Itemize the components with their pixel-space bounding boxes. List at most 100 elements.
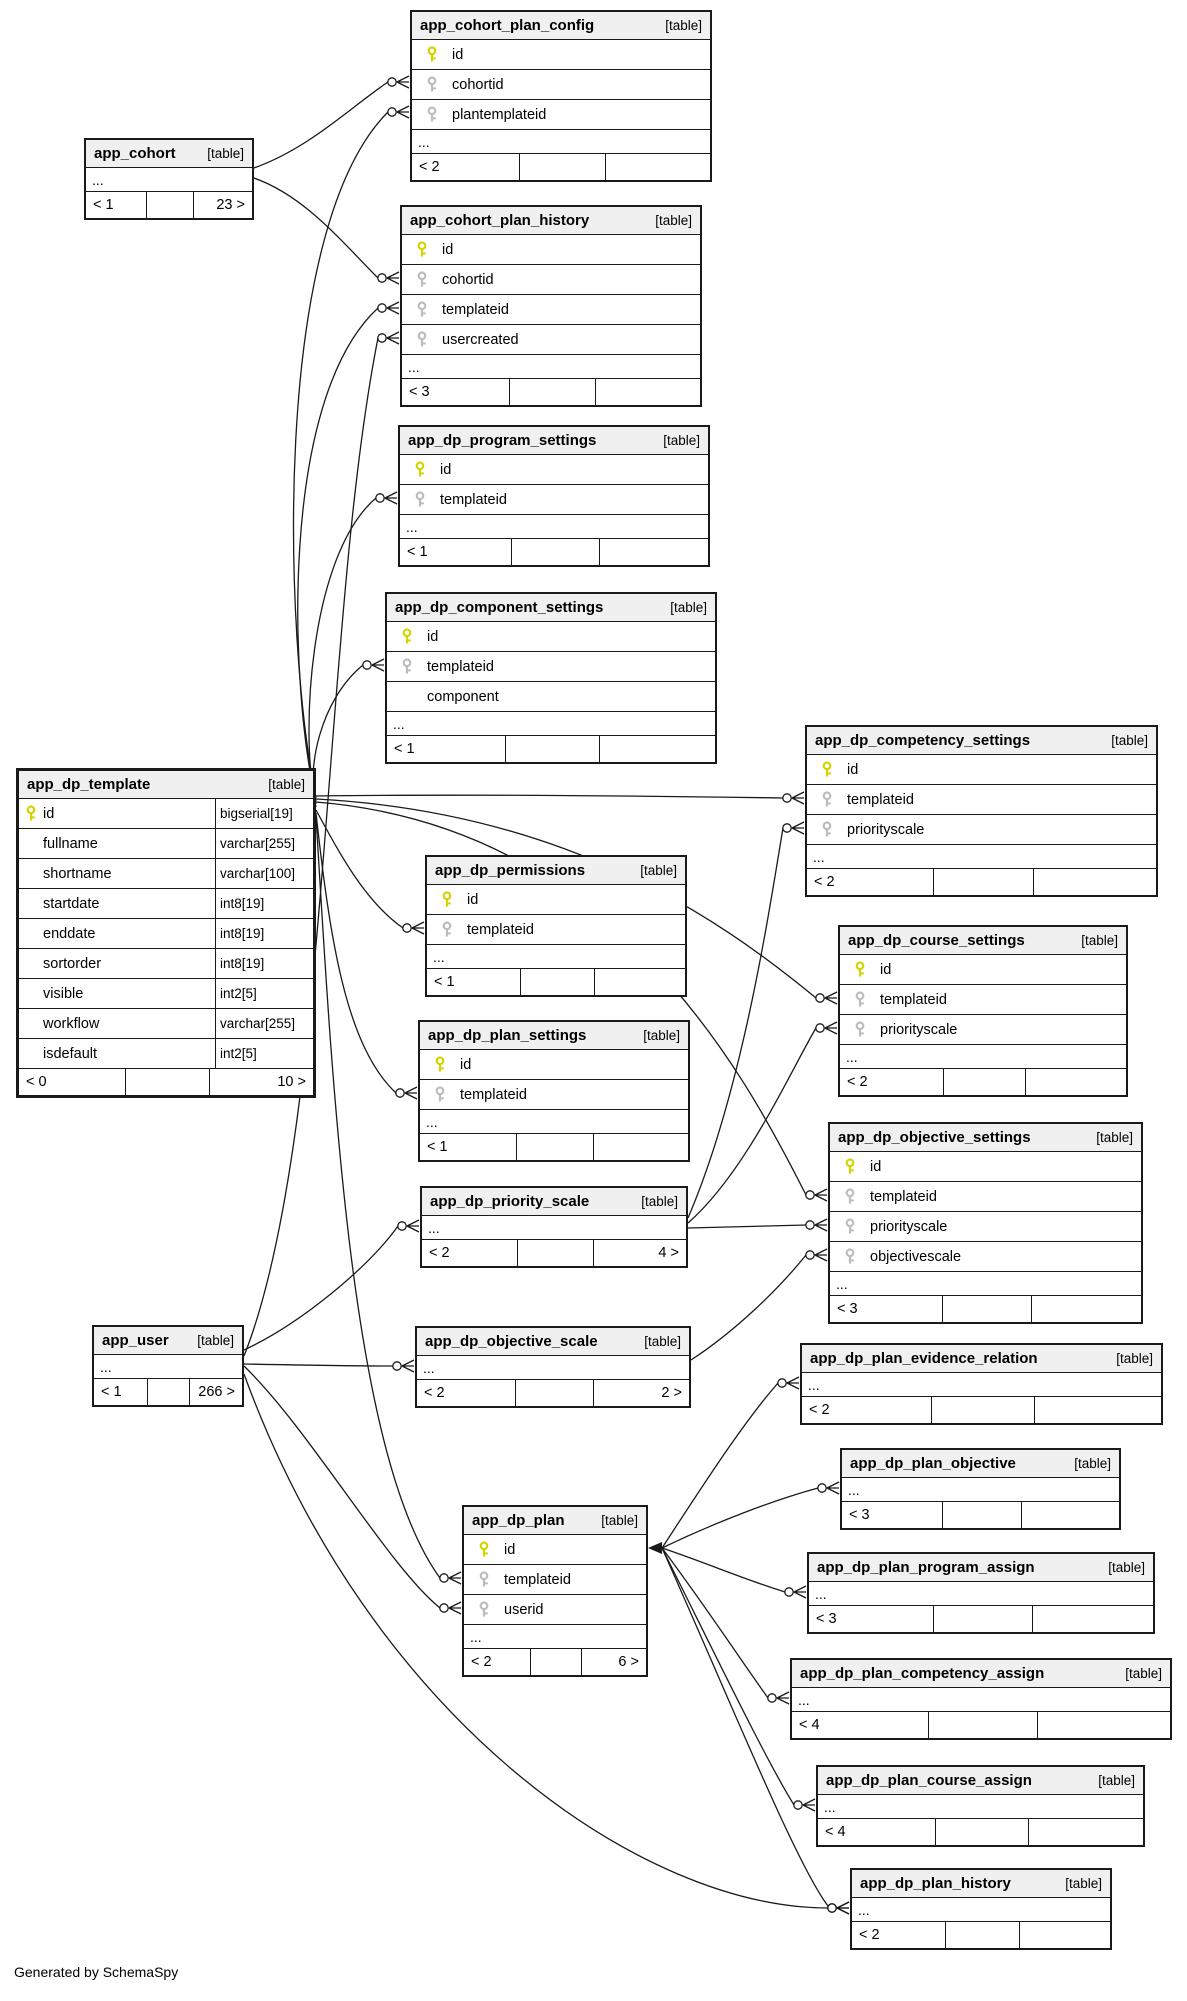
table-header-app_dp_plan_program_assign[interactable]: app_dp_plan_program_assign[table] bbox=[809, 1554, 1153, 1582]
edge-app_dp_plan-to-app_dp_plan_course_assign bbox=[661, 1547, 795, 1806]
footer-middle-cell bbox=[941, 1502, 1023, 1528]
column-name: enddate bbox=[43, 925, 96, 942]
primary-key-icon bbox=[400, 461, 440, 478]
table-header-app_dp_plan_competency_assign[interactable]: app_dp_plan_competency_assign[table] bbox=[792, 1660, 1170, 1688]
table-header-app_dp_plan_objective[interactable]: app_dp_plan_objective[table] bbox=[842, 1450, 1119, 1478]
edge-app_dp_objective_scale-to-app_dp_objective_settings.objectivescale bbox=[690, 1254, 807, 1361]
table-header-app_dp_plan_course_assign[interactable]: app_dp_plan_course_assign[table] bbox=[818, 1767, 1143, 1795]
ellipsis-row: ... bbox=[412, 130, 710, 154]
table-header-app_dp_competency_settings[interactable]: app_dp_competency_settings[table] bbox=[807, 727, 1156, 755]
table-header-app_dp_program_settings[interactable]: app_dp_program_settings[table] bbox=[400, 427, 708, 455]
footer-children-count bbox=[1035, 1397, 1161, 1423]
column-name: startdate bbox=[43, 895, 100, 912]
table-name: app_dp_plan_history bbox=[860, 1875, 1011, 1892]
footer-children-count bbox=[596, 379, 700, 405]
column-row-app_dp_template-startdate: startdate int8[19] bbox=[19, 889, 313, 919]
table-header-app_dp_plan[interactable]: app_dp_plan[table] bbox=[464, 1507, 646, 1535]
column-name: id bbox=[460, 1056, 472, 1073]
fk-endpoint-crowfoot bbox=[375, 491, 398, 505]
column-name: objectivescale bbox=[870, 1248, 962, 1265]
column-type: int8[19] bbox=[215, 889, 313, 918]
footer-middle-cell bbox=[517, 1240, 594, 1266]
column-type: varchar[100] bbox=[215, 859, 313, 888]
table-type-tag: [table] bbox=[1116, 1351, 1153, 1366]
table-header-app_dp_plan_evidence_relation[interactable]: app_dp_plan_evidence_relation[table] bbox=[802, 1345, 1161, 1373]
edge-app_dp_plan-to-app_dp_plan_objective bbox=[661, 1487, 819, 1549]
fk-endpoint-crowfoot bbox=[392, 1359, 415, 1373]
footer-middle-cell bbox=[931, 1397, 1036, 1423]
column-name: templateid bbox=[460, 1086, 527, 1103]
edge-app_cohort-to-app_cohort_plan_config.cohortid bbox=[253, 81, 389, 169]
footer-parent-count: < 1 bbox=[93, 197, 114, 213]
table-type-tag: [table] bbox=[1081, 933, 1118, 948]
footer-degree-row: < 1 bbox=[400, 539, 708, 565]
column-row-app_dp_plan-templateid: templateid bbox=[464, 1565, 646, 1595]
table-type-tag: [table] bbox=[1111, 733, 1148, 748]
table-header-app_user[interactable]: app_user[table] bbox=[94, 1327, 242, 1355]
column-name: templateid bbox=[442, 301, 509, 318]
column-name: id bbox=[440, 461, 452, 478]
edge-app_dp_priority_scale-to-app_dp_course_settings.priorityscale bbox=[687, 1027, 817, 1224]
table-type-tag: [table] bbox=[1125, 1666, 1162, 1681]
column-row-app_cohort_plan_config-cohortid: cohortid bbox=[412, 70, 710, 100]
footer-parent-count: < 3 bbox=[837, 1301, 858, 1317]
footer-parent-count: < 1 bbox=[434, 974, 455, 990]
table-header-app_cohort_plan_config[interactable]: app_cohort_plan_config[table] bbox=[412, 12, 710, 40]
table-header-app_dp_template[interactable]: app_dp_template[table] bbox=[19, 771, 313, 799]
ellipsis-row: ... bbox=[427, 945, 685, 969]
table-type-tag: [table] bbox=[197, 1333, 234, 1348]
foreign-key-icon bbox=[807, 821, 847, 838]
footer-middle-cell bbox=[935, 1819, 1030, 1845]
table-header-app_dp_course_settings[interactable]: app_dp_course_settings[table] bbox=[840, 927, 1126, 955]
column-row-app_cohort_plan_config-plantemplateid: plantemplateid bbox=[412, 100, 710, 130]
table-type-tag: [table] bbox=[670, 600, 707, 615]
table-header-app_cohort[interactable]: app_cohort[table] bbox=[86, 140, 252, 168]
ellipsis-row: ... bbox=[402, 355, 700, 379]
footer-middle-cell bbox=[509, 379, 596, 405]
table-name: app_dp_plan_program_assign bbox=[817, 1559, 1035, 1576]
column-row-app_cohort_plan_config-id: id bbox=[412, 40, 710, 70]
edge-app_dp_template-to-app_cohort_plan_config.plantemplateid bbox=[292, 111, 389, 799]
ellipsis-row: ... bbox=[842, 1478, 1119, 1502]
table-header-app_cohort_plan_history[interactable]: app_cohort_plan_history[table] bbox=[402, 207, 700, 235]
column-name: templateid bbox=[504, 1571, 571, 1588]
ellipsis-row: ... bbox=[86, 168, 252, 192]
column-name: id bbox=[452, 46, 464, 63]
column-type: int2[5] bbox=[215, 1039, 313, 1068]
ellipsis-row: ... bbox=[807, 845, 1156, 869]
footer-children-count bbox=[600, 736, 715, 762]
edge-app_dp_template-to-app_dp_plan.templateid bbox=[315, 815, 441, 1579]
edge-app_dp_plan-to-app_dp_plan_evidence_relation bbox=[661, 1382, 779, 1549]
table-name: app_cohort_plan_history bbox=[410, 212, 590, 229]
edge-app_dp_priority_scale-to-app_dp_objective_settings.priorityscale bbox=[687, 1224, 807, 1229]
ellipsis-row: ... bbox=[387, 712, 715, 736]
ellipsis-row: ... bbox=[818, 1795, 1143, 1819]
table-app_dp_plan_history: app_dp_plan_history[table]...< 2 bbox=[850, 1868, 1112, 1950]
table-header-app_dp_permissions[interactable]: app_dp_permissions[table] bbox=[427, 857, 685, 885]
column-row-app_dp_component_settings-id: id bbox=[387, 622, 715, 652]
footer-parent-count: < 2 bbox=[847, 1074, 868, 1090]
table-header-app_dp_plan_settings[interactable]: app_dp_plan_settings[table] bbox=[420, 1022, 688, 1050]
column-row-app_dp_competency_settings-id: id bbox=[807, 755, 1156, 785]
footer-degree-row: < 4 bbox=[818, 1819, 1143, 1845]
foreign-key-icon bbox=[400, 491, 440, 508]
fk-endpoint-crowfoot bbox=[439, 1571, 462, 1585]
foreign-key-icon bbox=[402, 271, 442, 288]
column-type: int2[5] bbox=[215, 979, 313, 1008]
table-header-app_dp_plan_history[interactable]: app_dp_plan_history[table] bbox=[852, 1870, 1110, 1898]
ellipsis-row: ... bbox=[852, 1898, 1110, 1922]
table-header-app_dp_priority_scale[interactable]: app_dp_priority_scale[table] bbox=[422, 1188, 686, 1216]
table-header-app_dp_component_settings[interactable]: app_dp_component_settings[table] bbox=[387, 594, 715, 622]
table-header-app_dp_objective_scale[interactable]: app_dp_objective_scale[table] bbox=[417, 1328, 689, 1356]
column-name: templateid bbox=[880, 991, 947, 1008]
fk-endpoint-crowfoot bbox=[805, 1218, 828, 1232]
table-name: app_dp_priority_scale bbox=[430, 1193, 590, 1210]
footer-parent-count: < 0 bbox=[26, 1074, 47, 1090]
table-app_dp_plan_course_assign: app_dp_plan_course_assign[table]...< 4 bbox=[816, 1765, 1145, 1847]
footer-parent-count: < 1 bbox=[407, 544, 428, 560]
table-header-app_dp_objective_settings[interactable]: app_dp_objective_settings[table] bbox=[830, 1124, 1141, 1152]
column-type: int8[19] bbox=[215, 919, 313, 948]
